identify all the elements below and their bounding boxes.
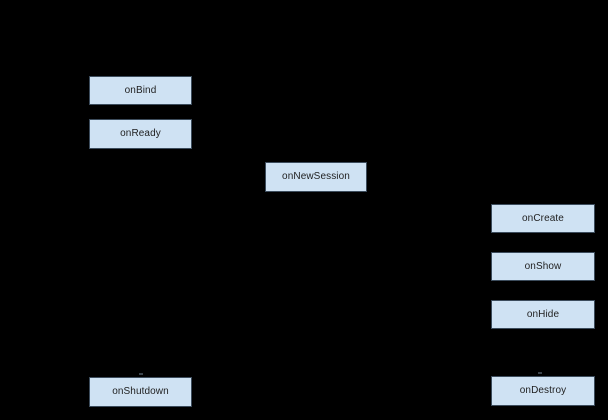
node-onhide: onHide [491,300,595,329]
node-onnewsession: onNewSession [265,162,367,192]
node-onbind: onBind [89,76,192,105]
node-onshutdown: onShutdown [89,377,192,407]
arrowhead-artifact [139,373,143,375]
node-ondestroy: onDestroy [491,376,595,406]
node-oncreate: onCreate [491,204,595,233]
node-onready: onReady [89,119,192,149]
arrowhead-artifact [538,372,542,374]
node-onshow: onShow [491,252,595,281]
